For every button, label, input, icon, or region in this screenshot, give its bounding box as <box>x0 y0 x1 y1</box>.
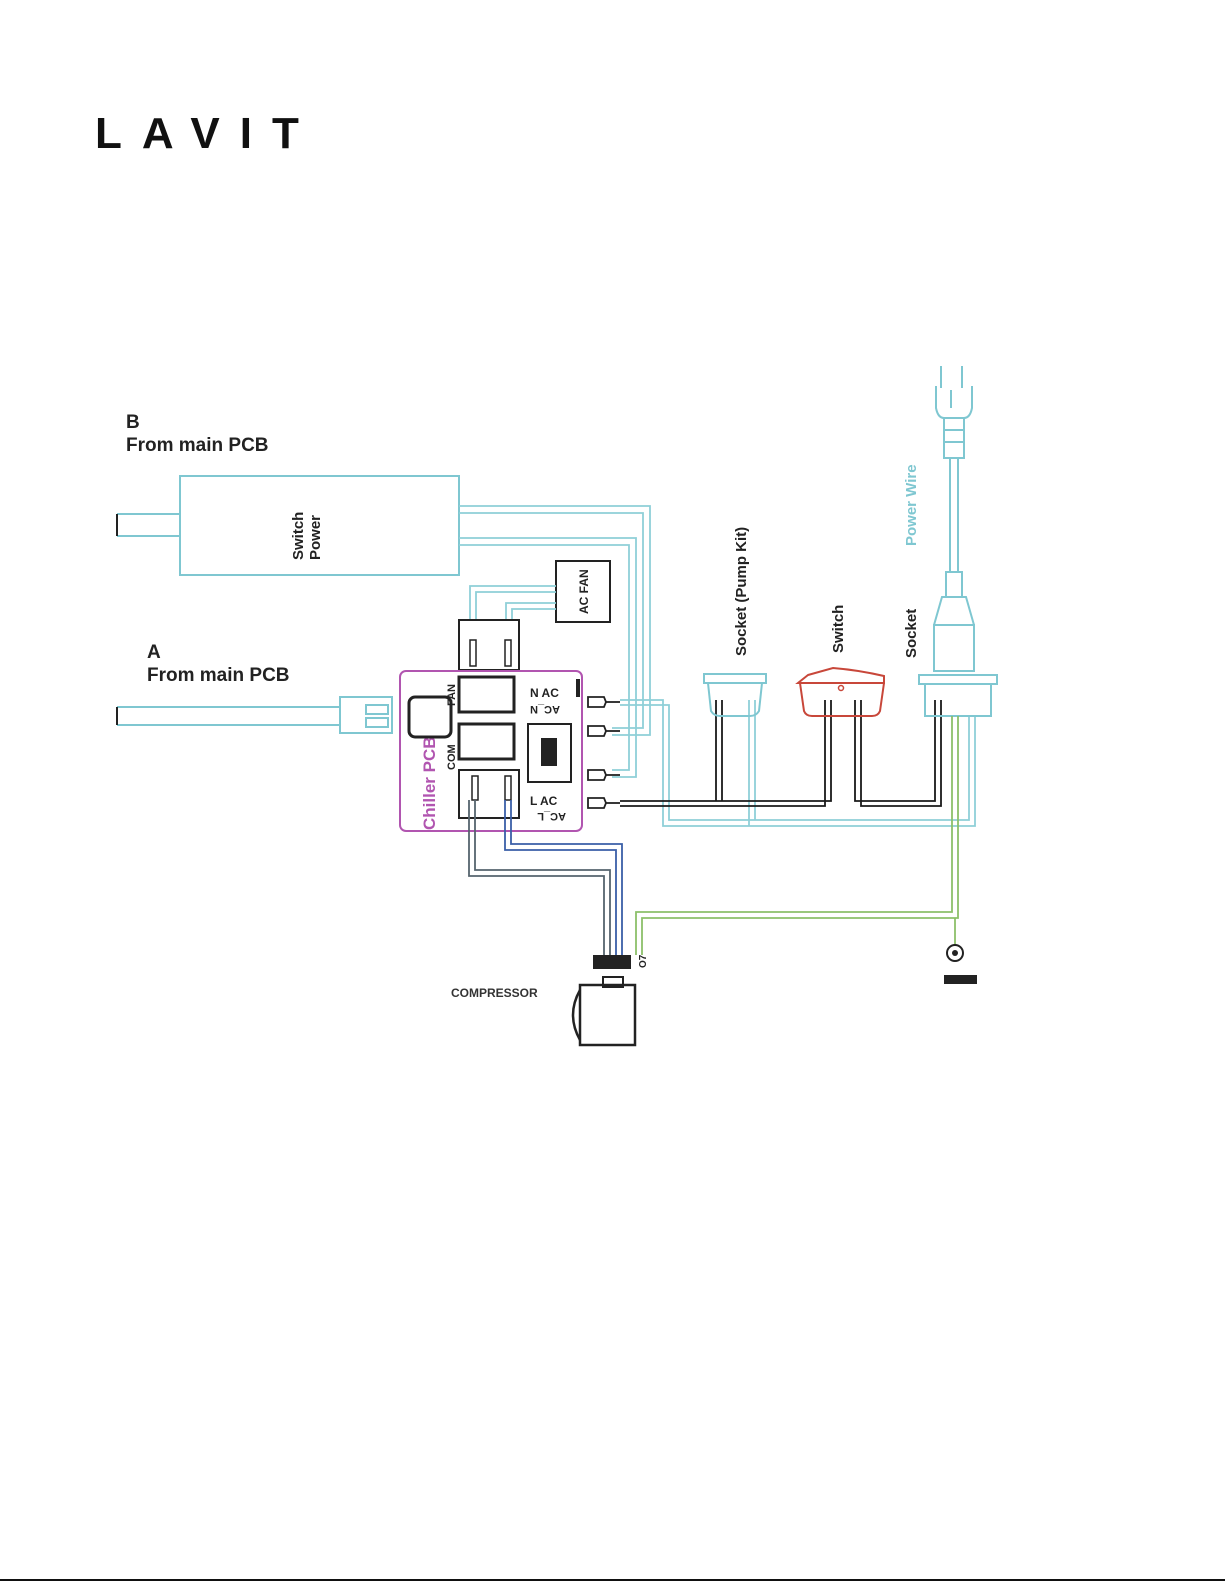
rocker-switch-top <box>798 668 884 683</box>
rocker-switch-body <box>800 683 884 716</box>
source-b-label: From main PCB <box>126 435 269 456</box>
fan-plug-pin <box>470 640 476 666</box>
pcb-input-connector <box>409 697 451 737</box>
power-wire-label: Power Wire <box>903 464 920 546</box>
terminal-ac-l: AC_L <box>537 810 566 822</box>
brand-logo: LAVIT <box>95 109 319 158</box>
power-plug <box>934 366 974 671</box>
com-label: COM <box>446 744 458 770</box>
source-a-letter: A <box>147 642 161 663</box>
switch-label: Switch <box>830 605 847 653</box>
ground-tag <box>944 975 977 984</box>
ac-fan-wires <box>470 586 556 620</box>
cable-a <box>117 697 392 733</box>
source-a-label: From main PCB <box>147 665 290 686</box>
svg-text:Power: Power <box>307 515 324 560</box>
compressor-plug-pin <box>472 776 478 800</box>
terminal-ac-n: AC_N <box>530 703 560 715</box>
compressor-body <box>580 985 635 1045</box>
compressor-plug <box>459 770 519 818</box>
cable-b <box>117 514 180 536</box>
compressor-wires <box>469 800 622 955</box>
source-b-letter: B <box>126 412 140 433</box>
ground-wire <box>636 716 958 955</box>
switch-power-wires <box>459 506 650 777</box>
fan-plug-pin <box>505 640 511 666</box>
spade-terminals <box>588 697 620 808</box>
pcb-edge-marker <box>576 679 580 697</box>
ac-fan-label: AC FAN <box>577 569 591 614</box>
chiller-pcb-label: Chiller PCB <box>420 736 439 830</box>
terminal-n-ac: N AC <box>530 686 559 700</box>
ground-ring-center <box>952 950 958 956</box>
terminal-l-ac: L AC <box>530 794 558 808</box>
svg-text:Switch: Switch <box>290 512 307 560</box>
socket-label: Socket <box>903 609 920 658</box>
switch-power-label: Switch Power <box>290 512 324 560</box>
compressor-plug-pin <box>505 776 511 800</box>
compressor-label: COMPRESSOR <box>451 986 538 1000</box>
compressor-terminal-block <box>593 955 631 969</box>
pump-socket-flange <box>704 674 766 683</box>
compressor-terminal-mark: O7 <box>638 954 649 968</box>
fan-label: FAN <box>446 684 458 706</box>
rocker-switch-dot <box>839 686 844 691</box>
pump-socket-label: Socket (Pump Kit) <box>733 527 750 656</box>
com-relay <box>459 724 514 759</box>
neutral-wires <box>620 700 975 826</box>
fan-plug <box>459 620 519 670</box>
main-socket-flange <box>919 675 997 684</box>
fan-relay <box>459 677 514 712</box>
pcb-relay-chip-mark <box>541 738 557 766</box>
